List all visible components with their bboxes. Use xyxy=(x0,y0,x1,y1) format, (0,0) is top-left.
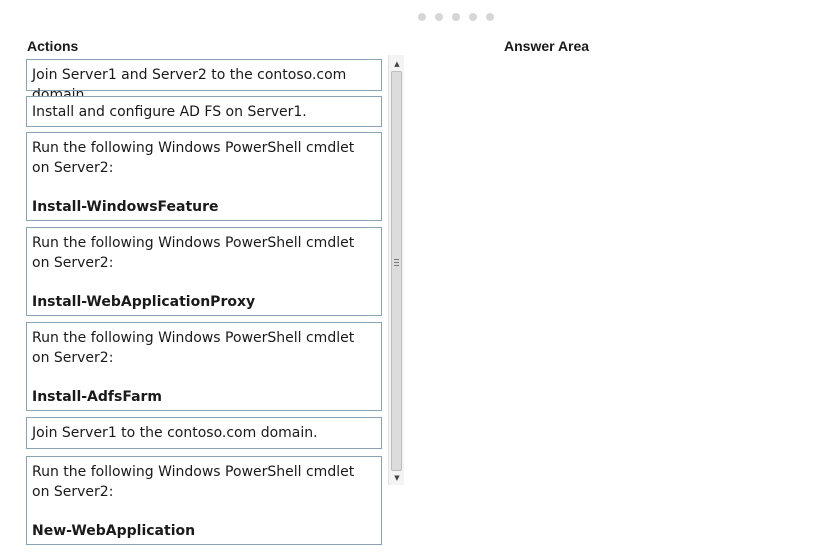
scrollbar-thumb[interactable] xyxy=(391,71,402,471)
action-item-join-both-servers[interactable]: Join Server1 and Server2 to the contoso.… xyxy=(26,59,382,103)
actions-heading: Actions xyxy=(27,38,79,54)
page-dot[interactable] xyxy=(418,13,426,21)
action-item-install-adfs[interactable]: Install and configure AD FS on Server1. xyxy=(26,96,382,127)
action-text: Run the following Windows PowerShell cmd… xyxy=(32,464,355,500)
action-cmdlet: Install-WebApplicationProxy xyxy=(32,294,256,310)
action-item-install-windowsfeature[interactable]: Run the following Windows PowerShell cmd… xyxy=(26,132,382,221)
action-item-join-server1[interactable]: Join Server1 to the contoso.com domain. xyxy=(26,417,382,449)
action-item-new-webapplication[interactable]: Run the following Windows PowerShell cmd… xyxy=(26,456,382,545)
action-text: Run the following Windows PowerShell cmd… xyxy=(32,140,355,176)
page-dot[interactable] xyxy=(486,13,494,21)
action-text: Install and configure AD FS on Server1. xyxy=(32,104,307,120)
action-item-install-webapplicationproxy[interactable]: Run the following Windows PowerShell cmd… xyxy=(26,227,382,316)
action-item-install-adfsfarm[interactable]: Run the following Windows PowerShell cmd… xyxy=(26,322,382,411)
action-cmdlet: New-WebApplication xyxy=(32,523,196,539)
page-indicator xyxy=(418,13,494,21)
grip-icon xyxy=(394,259,399,268)
actions-scrollbar[interactable]: ▲ ▼ xyxy=(388,55,404,485)
arrow-down-icon[interactable]: ▼ xyxy=(394,474,400,482)
action-text: Join Server1 to the contoso.com domain. xyxy=(32,425,318,441)
page-dot[interactable] xyxy=(452,13,460,21)
page-dot[interactable] xyxy=(435,13,443,21)
actions-list: Join Server1 and Server2 to the contoso.… xyxy=(26,59,384,553)
answer-area-dropzone[interactable] xyxy=(500,58,810,548)
answer-area-heading: Answer Area xyxy=(504,38,590,54)
page-dot[interactable] xyxy=(469,13,477,21)
action-cmdlet: Install-AdfsFarm xyxy=(32,389,163,405)
action-text: Run the following Windows PowerShell cmd… xyxy=(32,235,355,271)
action-cmdlet: Install-WindowsFeature xyxy=(32,199,219,215)
action-text: Run the following Windows PowerShell cmd… xyxy=(32,330,355,366)
arrow-up-icon[interactable]: ▲ xyxy=(394,60,400,68)
